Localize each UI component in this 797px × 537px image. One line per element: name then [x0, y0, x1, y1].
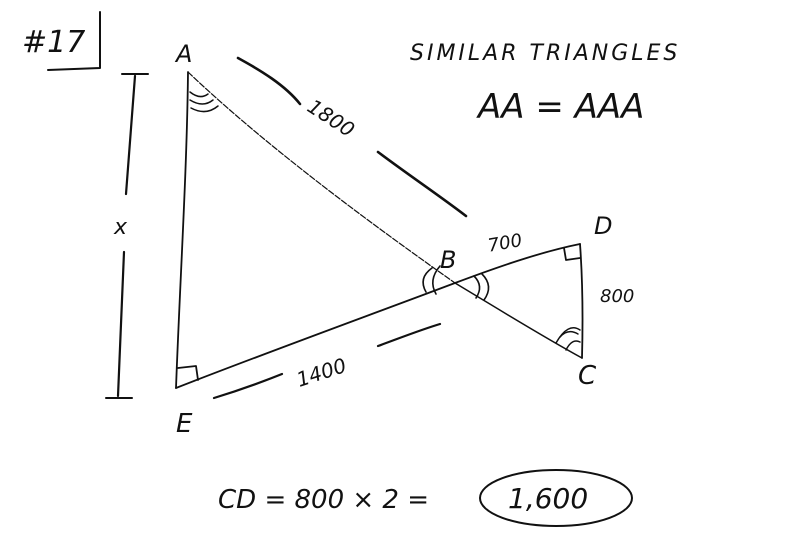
segment-ab [187, 71, 456, 284]
answer-result: 1,600 [508, 482, 588, 515]
answer-circle [479, 469, 633, 527]
dimension-line-ae [105, 73, 149, 399]
measurement-eb: 1400 [293, 353, 349, 392]
dimension-line-eb-lower [212, 372, 284, 400]
dimension-line-ab-lower [376, 150, 468, 218]
segment-ae [175, 71, 189, 389]
dimension-line-eb-upper [376, 322, 442, 348]
answer-work: CD = 800 × 2 = [218, 485, 429, 515]
segment-bc [454, 282, 583, 359]
segment-dc [579, 243, 584, 359]
point-label-e: E [176, 409, 193, 439]
dimension-line-ab-upper [236, 56, 302, 106]
measurement-bd: 700 [486, 230, 523, 257]
measurement-dc: 800 [600, 286, 634, 307]
problem-number-bracket [47, 11, 101, 71]
problem-number: #17 [22, 25, 85, 60]
measurement-ae: x [113, 215, 128, 240]
angle-mark-b-right [473, 273, 490, 301]
point-label-a: A [174, 40, 192, 68]
angle-mark-a [189, 91, 219, 113]
heading-rule: AA = AAA [476, 87, 644, 127]
point-label-c: C [578, 361, 597, 391]
measurement-ab: 1800 [303, 94, 359, 142]
point-label-b: B [440, 246, 456, 274]
angle-mark-c [555, 327, 581, 351]
segment-bd [454, 243, 581, 284]
right-angle-mark-d [563, 247, 581, 261]
heading-title: SIMILAR TRIANGLES [410, 41, 680, 66]
right-angle-mark-e [177, 365, 199, 381]
angle-mark-b-left [422, 265, 441, 295]
point-label-d: D [594, 212, 612, 240]
segment-eb [175, 282, 456, 389]
